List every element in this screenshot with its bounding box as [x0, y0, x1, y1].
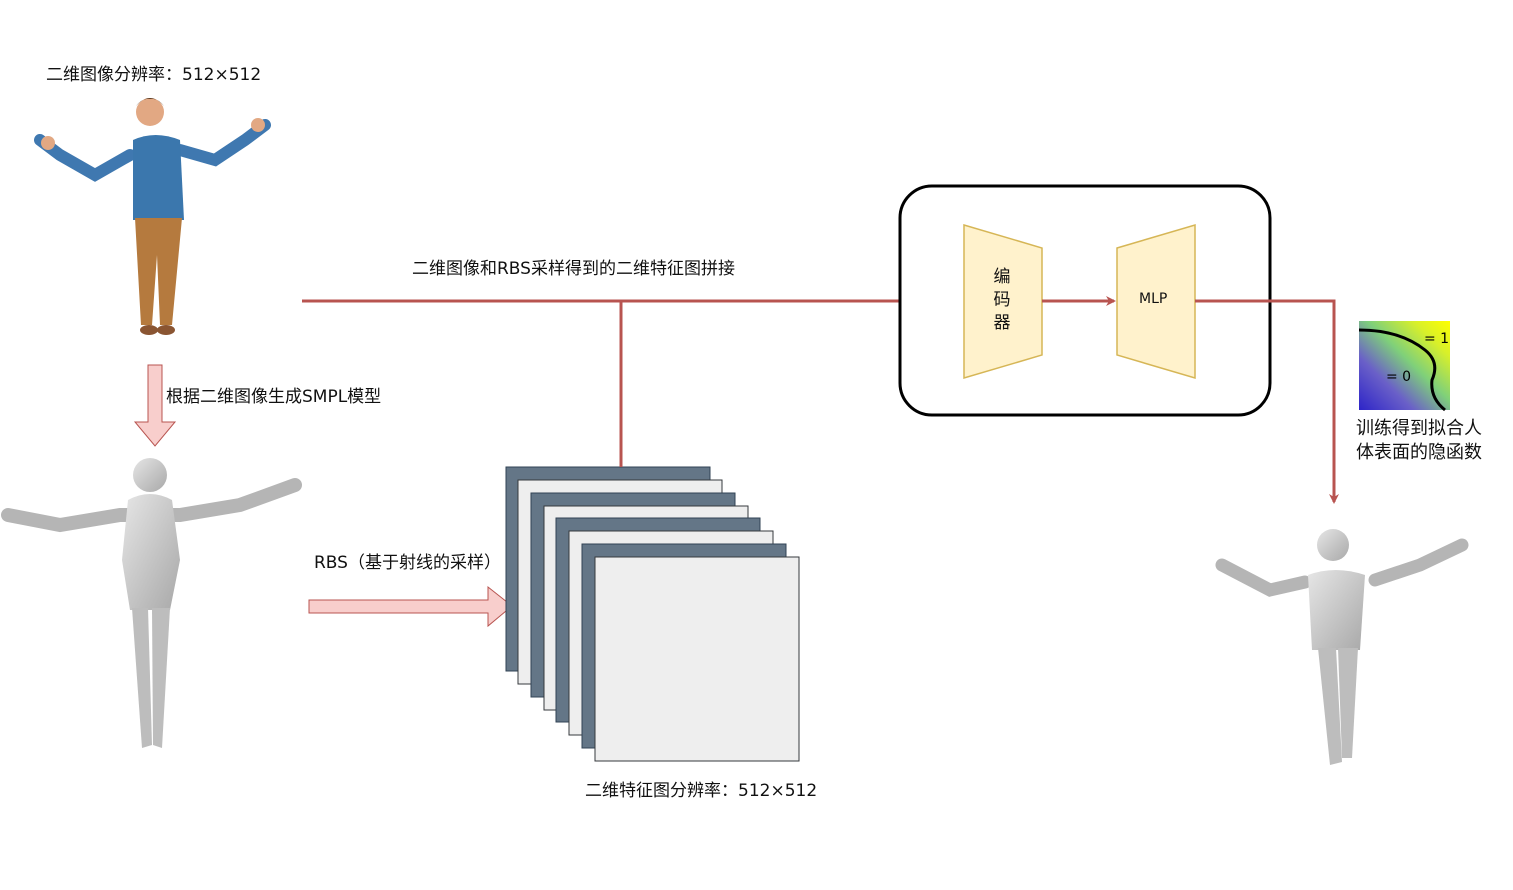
- feature-resolution-label: 二维特征图分辨率：512×512: [585, 781, 818, 801]
- outside-value-label: = 1: [1424, 331, 1450, 347]
- result-caption-line2: 体表面的隐函数: [1356, 442, 1482, 463]
- output-arrow: [1195, 299, 1339, 504]
- rbs-step-label: RBS（基于射线的采样）: [314, 553, 501, 573]
- encoder-char-1: 编: [993, 267, 1011, 287]
- encoder-block: [963, 223, 1043, 380]
- feature-map-stack: [505, 466, 800, 762]
- encoder-char-2: 码: [993, 290, 1011, 310]
- mlp-label: MLP: [1139, 291, 1168, 307]
- rbs-arrow: [308, 585, 513, 628]
- reconstructed-mesh: [1215, 529, 1469, 765]
- concat-step-label: 二维图像和RBS采样得到的二维特征图拼接: [412, 259, 735, 279]
- encoder-char-3: 器: [993, 313, 1011, 333]
- inside-value-label: = 0: [1386, 369, 1412, 385]
- input-person-photo: [34, 98, 271, 335]
- mlp-block: [1116, 223, 1196, 380]
- smpl-model: [1, 458, 302, 748]
- smpl-step-label: 根据二维图像生成SMPL模型: [166, 387, 382, 407]
- input-resolution-label: 二维图像分辨率：512×512: [46, 65, 262, 85]
- smpl-generation-arrow: [133, 364, 177, 447]
- implicit-function-plot: [1358, 321, 1450, 412]
- result-caption-line1: 训练得到拟合人: [1356, 418, 1482, 439]
- encoder-label: 编 码 器: [990, 266, 1014, 335]
